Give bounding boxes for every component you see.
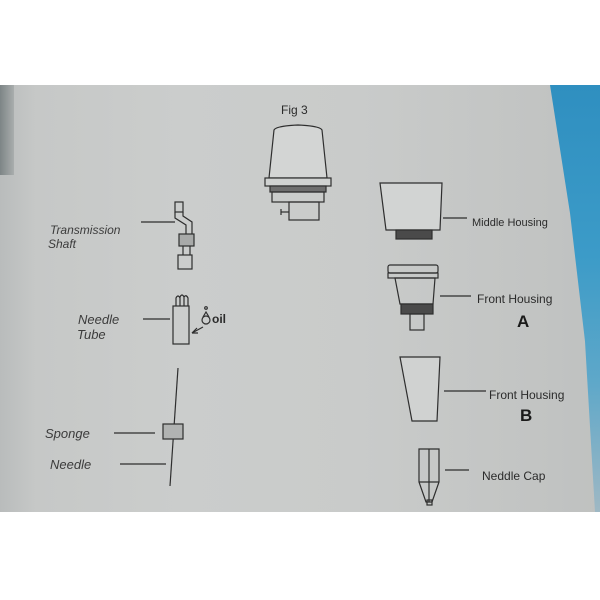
front-housing-b-drawing <box>399 356 486 422</box>
motor-body-drawing <box>264 124 332 221</box>
label-transmission-shaft-1: Transmission <box>50 223 121 237</box>
needle-tube-drawing <box>143 294 211 345</box>
label-letter-a: A <box>517 312 530 331</box>
needle-cap-drawing <box>418 448 469 506</box>
label-front-housing-a: Front Housing <box>477 292 553 306</box>
front-housing-a-drawing <box>387 264 471 331</box>
label-sponge: Sponge <box>45 426 90 441</box>
needle-sponge-drawing <box>114 367 184 487</box>
label-front-housing-b: Front Housing <box>489 388 565 402</box>
middle-housing-drawing <box>379 182 467 240</box>
label-middle-housing: Middle Housing <box>472 217 548 229</box>
label-letter-b: B <box>520 406 533 425</box>
label-needle-cap: Neddle Cap <box>482 469 546 483</box>
manual-page-photo <box>0 85 600 512</box>
label-needle-tube-2: Tube <box>77 327 106 342</box>
label-transmission-shaft-2: Shaft <box>48 237 77 251</box>
figure-title: Fig 3 <box>281 103 308 117</box>
label-needle: Needle <box>50 457 92 472</box>
left-shadow <box>0 85 14 175</box>
transmission-shaft-drawing <box>141 201 195 270</box>
label-oil: oil <box>212 312 226 326</box>
parts-diagram <box>114 124 486 506</box>
label-needle-tube-1: Needle <box>78 312 120 327</box>
